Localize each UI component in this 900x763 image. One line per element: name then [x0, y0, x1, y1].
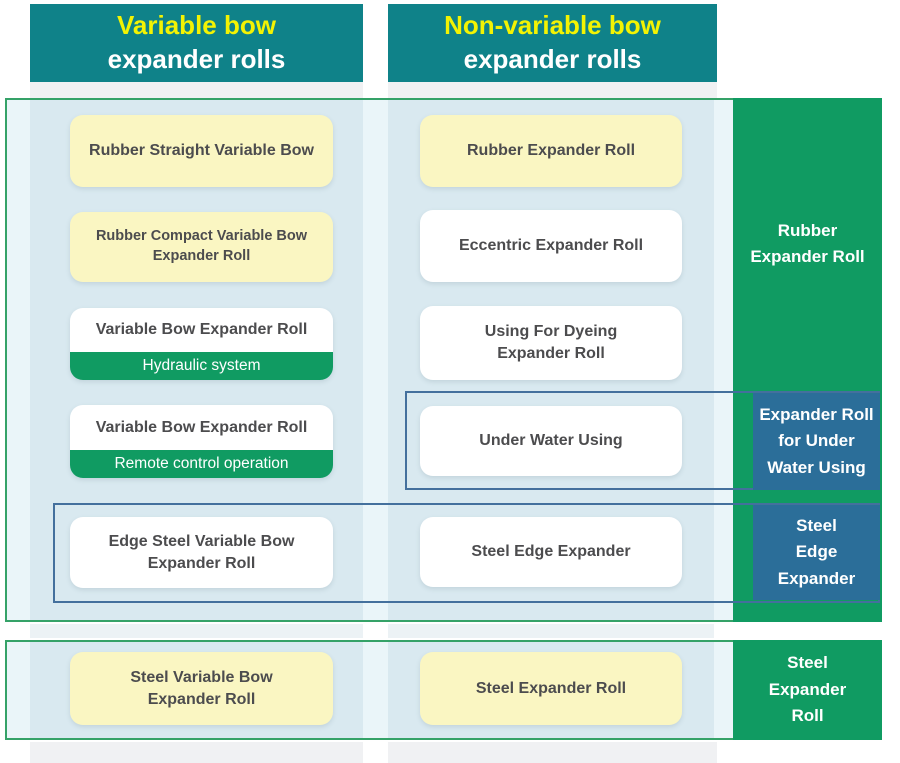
- sidebar-label-line: Edge: [795, 542, 838, 562]
- column-band-gap-right: [388, 624, 714, 638]
- item-sub-banner: Remote control operation: [70, 450, 333, 478]
- item-label: Rubber Expander Roll: [466, 142, 636, 160]
- sidebar-label-rubber: Rubber Expander Roll: [733, 98, 882, 390]
- header-line: Variable bow: [117, 10, 276, 41]
- item-label: Expander Roll: [497, 345, 605, 362]
- column-band-footer-left: [30, 742, 363, 763]
- item-label: Variable Bow Expander Roll: [95, 418, 308, 436]
- sidebar-label-line: Roll: [791, 706, 824, 726]
- item-variable-bow-hydraulic: Variable Bow Expander Roll Hydraulic sys…: [70, 308, 333, 380]
- item-variable-bow-remote: Variable Bow Expander Roll Remote contro…: [70, 405, 333, 478]
- sidebar-label-line: Expander: [777, 568, 856, 588]
- column-band-footer-right: [388, 742, 717, 763]
- item-label: Expander Roll: [147, 554, 256, 572]
- sidebar-under-water-box: Expander Roll for Under Water Using: [753, 393, 880, 490]
- column-band-gray-right: [388, 82, 717, 98]
- item-sub-banner: Hydraulic system: [70, 352, 333, 380]
- item-using-for-dyeing: Using For Dyeing Expander Roll: [420, 306, 682, 380]
- column-band-gray-left: [30, 82, 363, 98]
- item-rubber-straight-variable-bow: Rubber Straight Variable Bow: [70, 115, 333, 187]
- sidebar-label-line: Expander Roll: [750, 247, 865, 266]
- sidebar-label-line: Expander: [768, 679, 847, 699]
- item-steel-expander-roll: Steel Expander Roll: [420, 652, 682, 725]
- header-variable-bow: Variable bow expander rolls: [30, 4, 363, 82]
- sidebar-steel-expander-roll: Steel Expander Roll: [733, 640, 882, 740]
- sidebar-steel-edge-box: Steel Edge Expander: [753, 505, 880, 600]
- column-band-gap-left: [30, 624, 363, 638]
- sidebar-label-line: Water Using: [767, 457, 866, 477]
- item-edge-steel-variable-bow: Edge Steel Variable Bow Expander Roll: [70, 517, 333, 588]
- item-title: Variable Bow Expander Roll: [70, 405, 333, 450]
- sidebar-label-line: Steel: [796, 515, 837, 535]
- item-label: Expander Roll: [152, 248, 251, 264]
- sidebar-label-line: Steel: [787, 653, 828, 673]
- item-steel-edge-expander: Steel Edge Expander: [420, 517, 682, 587]
- item-label: Steel Variable Bow: [130, 668, 273, 686]
- item-label: Expander Roll: [147, 690, 256, 708]
- header-line: expander rolls: [463, 44, 642, 74]
- item-label: Rubber Straight Variable Bow: [89, 142, 314, 160]
- item-label: Eccentric Expander Roll: [458, 237, 644, 255]
- sidebar-label-line: for Under: [778, 431, 855, 451]
- item-label: Using For Dyeing: [484, 323, 618, 341]
- header-line: expander rolls: [107, 44, 286, 74]
- item-rubber-expander-roll: Rubber Expander Roll: [420, 115, 682, 187]
- item-rubber-compact-variable-bow: Rubber Compact Variable Bow Expander Rol…: [70, 212, 333, 282]
- item-under-water-using: Under Water Using: [420, 406, 682, 476]
- item-steel-variable-bow: Steel Variable Bow Expander Roll: [70, 652, 333, 725]
- item-eccentric-expander-roll: Eccentric Expander Roll: [420, 210, 682, 282]
- sidebar-label-line: Expander Roll: [759, 404, 874, 424]
- item-label: Edge Steel Variable Bow: [108, 532, 295, 550]
- item-label: Rubber Compact Variable Bow: [95, 228, 308, 245]
- item-label: Steel Expander Roll: [475, 679, 627, 697]
- sidebar-label-line: Rubber: [777, 220, 838, 240]
- item-title: Variable Bow Expander Roll: [70, 308, 333, 352]
- item-label: Variable Bow Expander Roll: [95, 321, 308, 339]
- item-label: Steel Edge Expander: [471, 543, 631, 561]
- item-label: Under Water Using: [479, 432, 623, 450]
- header-line: Non-variable bow: [444, 10, 661, 41]
- header-non-variable-bow: Non-variable bow expander rolls: [388, 4, 717, 82]
